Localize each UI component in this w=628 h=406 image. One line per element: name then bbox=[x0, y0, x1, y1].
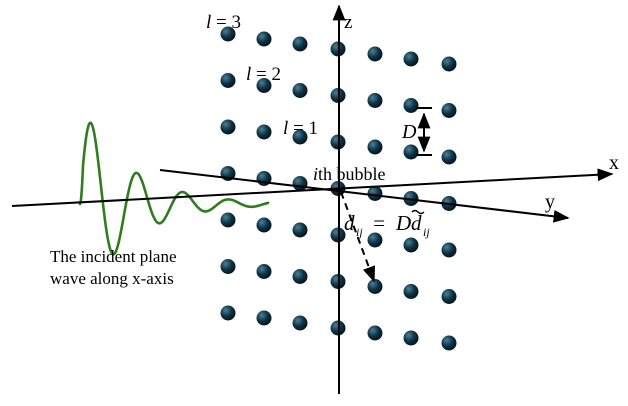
bubble bbox=[292, 36, 308, 52]
bubble bbox=[256, 31, 272, 47]
bubble bbox=[292, 176, 308, 191]
bubble bbox=[220, 119, 236, 135]
bubble bbox=[292, 83, 308, 98]
bubble bbox=[441, 103, 457, 118]
bubble bbox=[256, 124, 272, 140]
y-axis-label: y bbox=[545, 191, 555, 213]
formula-equals: = bbox=[368, 211, 390, 235]
y-axis bbox=[159, 169, 570, 223]
bubble bbox=[367, 279, 383, 294]
bubble bbox=[220, 259, 236, 274]
bubble bbox=[403, 191, 419, 206]
bubble bbox=[441, 289, 457, 304]
formula-lhs-subscript: ij bbox=[356, 225, 363, 239]
bubble bbox=[256, 264, 272, 279]
bubble bbox=[292, 129, 308, 145]
bubble bbox=[403, 51, 419, 67]
bubble bbox=[220, 212, 236, 228]
incident-wave-caption-line2: wave along x-axis bbox=[50, 269, 174, 288]
formula-rhs-D: D bbox=[395, 211, 411, 235]
layer-label-l2: l = 2 bbox=[246, 64, 281, 85]
incident-wave-curve bbox=[78, 121, 270, 256]
bubble bbox=[441, 242, 457, 258]
distance-arrow bbox=[340, 191, 375, 283]
bubble bbox=[367, 93, 383, 108]
formula-tilde bbox=[411, 209, 425, 215]
bubble bbox=[292, 315, 308, 331]
bubble bbox=[403, 330, 419, 346]
formula-lhs: d bbox=[344, 211, 355, 235]
bubble bbox=[441, 149, 457, 165]
bubble bbox=[292, 222, 308, 238]
x-axis bbox=[11, 168, 614, 207]
bubble bbox=[220, 305, 236, 321]
bubble bbox=[367, 46, 383, 62]
bubble-lattice bbox=[220, 26, 457, 351]
bubble bbox=[220, 26, 236, 42]
bubble bbox=[403, 98, 419, 113]
layer-label-l1: l = 1 bbox=[283, 118, 318, 139]
bubble bbox=[403, 237, 419, 253]
bubble bbox=[256, 78, 272, 93]
bubble bbox=[367, 232, 383, 248]
x-axis-label: x bbox=[609, 152, 619, 174]
incident-wave-caption-line1: The incident plane bbox=[50, 247, 177, 266]
formula-rhs-d: d bbox=[411, 211, 422, 235]
layer-label-l3: l = 3 bbox=[206, 12, 241, 33]
bubble bbox=[256, 217, 272, 233]
formula-rhs-subscript: ij bbox=[423, 225, 430, 239]
ith-bubble-label: ith bubble bbox=[313, 164, 386, 184]
bubble bbox=[367, 325, 383, 341]
bubble bbox=[220, 73, 236, 88]
bubble bbox=[256, 310, 272, 326]
spacing-label: D bbox=[401, 121, 417, 143]
bubble bbox=[441, 335, 457, 351]
distance-formula: d ij = D d ij bbox=[344, 209, 430, 239]
z-axis-label: z bbox=[344, 12, 352, 33]
bubble bbox=[367, 139, 383, 155]
bubble bbox=[367, 186, 383, 201]
bubble bbox=[403, 144, 419, 160]
bubble bbox=[292, 269, 308, 284]
bubble bbox=[441, 56, 457, 72]
bubble bbox=[403, 284, 419, 299]
